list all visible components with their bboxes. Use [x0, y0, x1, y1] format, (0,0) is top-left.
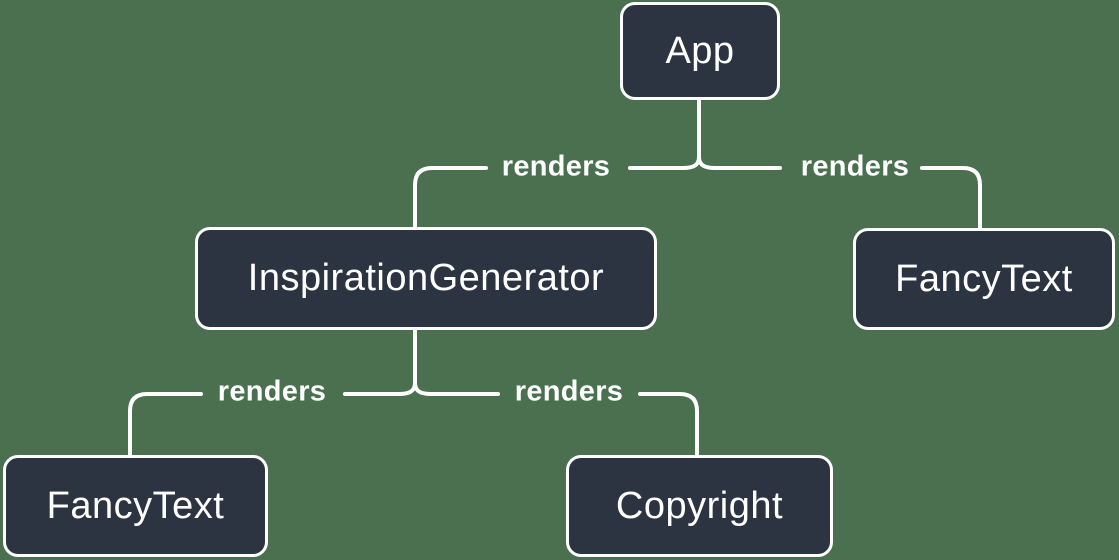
edge-inspiration-to-fancytext-left [343, 381, 417, 396]
node-inspiration-generator: InspirationGenerator [195, 227, 657, 330]
edge-inspiration-to-copyright-drop [638, 392, 699, 457]
edge-label-app-fancytext: renders [800, 150, 910, 183]
node-app: App [620, 2, 780, 100]
edge-inspiration-to-copyright-right [413, 381, 500, 396]
node-copyright: Copyright [566, 455, 833, 557]
node-app-label: App [665, 29, 735, 72]
node-inspiration-generator-label: InspirationGenerator [247, 257, 605, 299]
node-fancy-text-top-label: FancyText [895, 257, 1073, 300]
edge-app-to-inspiration-left [628, 155, 701, 170]
edge-app-to-fancytext-drop [920, 166, 982, 230]
edge-app-to-inspiration-drop [413, 166, 488, 229]
edge-app-to-fancytext-right [697, 155, 782, 170]
edge-label-inspiration-fancytext: renders [217, 375, 327, 408]
edge-inspiration-to-fancytext-drop [128, 392, 203, 457]
edge-label-app-inspiration: renders [501, 150, 611, 183]
node-copyright-label: Copyright [615, 484, 784, 527]
node-fancy-text-top: FancyText [853, 228, 1115, 330]
node-fancy-text-bottom: FancyText [3, 455, 268, 557]
node-fancy-text-bottom-label: FancyText [46, 484, 225, 527]
edge-label-inspiration-copyright: renders [514, 375, 624, 408]
